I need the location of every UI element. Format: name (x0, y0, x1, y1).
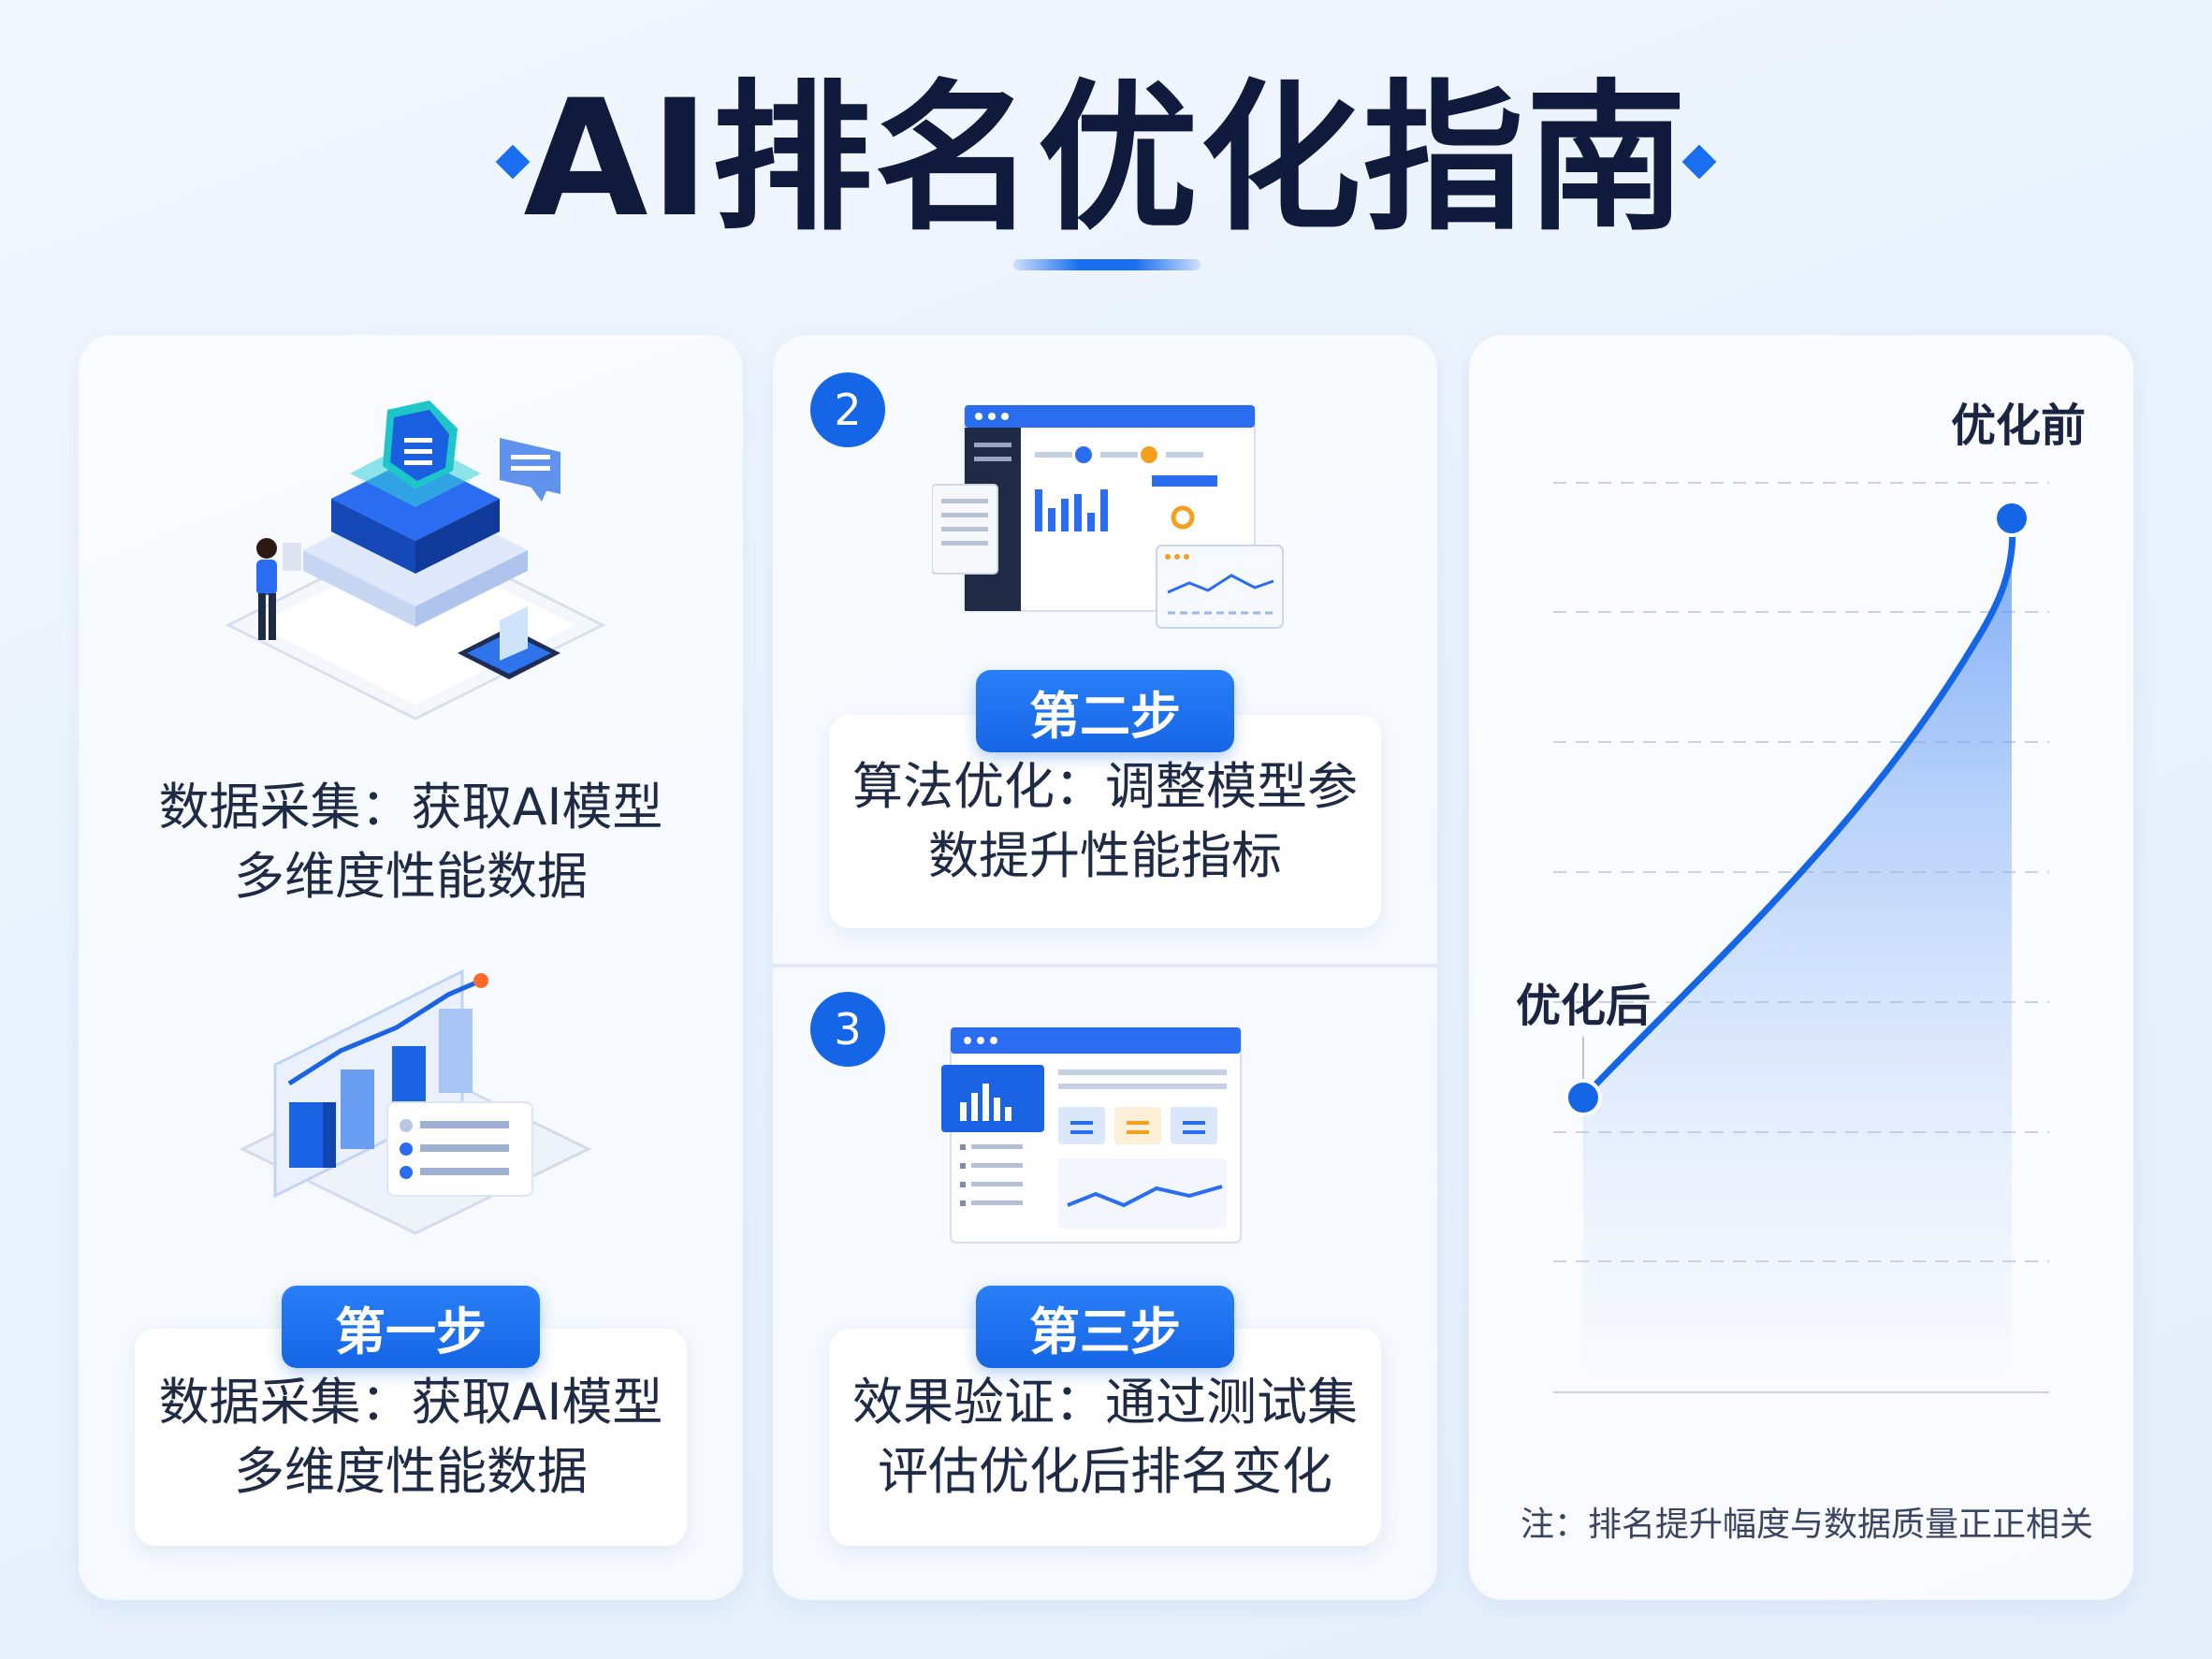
step-three-pill: 第三步 (976, 1286, 1234, 1368)
chart-note: 注：排名提升幅度与数据质量正正相关 (1521, 1506, 2094, 1544)
intro-desc-line-1: 数据采集：获取AI模型 (158, 778, 663, 837)
ranking-trend-chart (1553, 482, 2049, 1393)
trend-line (1580, 517, 2016, 1100)
report-illustration (941, 1027, 1242, 1244)
bar-chart-illustration (239, 968, 592, 1235)
step-two-desc-line-2: 数提升性能指标 (928, 826, 1282, 885)
point-after (1564, 1079, 1602, 1116)
point-before (1993, 500, 2030, 537)
title-underline (1013, 259, 1201, 270)
step-three-number-badge: 3 (810, 992, 885, 1067)
step-one-desc-line-2: 多维度性能数据 (234, 1442, 588, 1501)
step-one-pill: 第一步 (282, 1286, 540, 1368)
step-three-desc-line-1: 效果验证：通过测试集 (852, 1373, 1358, 1432)
steps-card: 2 算法优化：调整模型参 数提升性能指标 第二步 3 (773, 335, 1437, 1600)
step-one-card: 数据采集：获取AI模型 多维度性能数据 数据采集：获取AI模型 多维度性能数据 … (79, 335, 743, 1600)
data-server-illustration (225, 400, 606, 720)
step-two-desc-line-1: 算法优化：调整模型参 (852, 757, 1358, 816)
step-three-desc-box: 效果验证：通过测试集 评估优化后排名变化 (829, 1329, 1381, 1546)
step-one-desc-line-1: 数据采集：获取AI模型 (158, 1373, 663, 1432)
intro-desc-line-2: 多维度性能数据 (234, 847, 588, 906)
step-two-desc-box: 算法优化：调整模型参 数提升性能指标 (829, 715, 1381, 928)
step-three-desc-line-2: 评估优化后排名变化 (878, 1442, 1332, 1501)
trend-area (1583, 518, 2013, 1374)
card-divider (773, 964, 1437, 968)
step-two-number-badge: 2 (810, 372, 885, 447)
label-after: 优化后 (1516, 980, 1652, 1032)
dashboard-illustration (932, 405, 1284, 629)
step-two-pill: 第二步 (976, 670, 1234, 752)
header: AI排名优化指南 (0, 0, 2212, 309)
page-title: AI排名优化指南 (523, 65, 1689, 253)
label-before: 优化前 (1951, 400, 2087, 452)
